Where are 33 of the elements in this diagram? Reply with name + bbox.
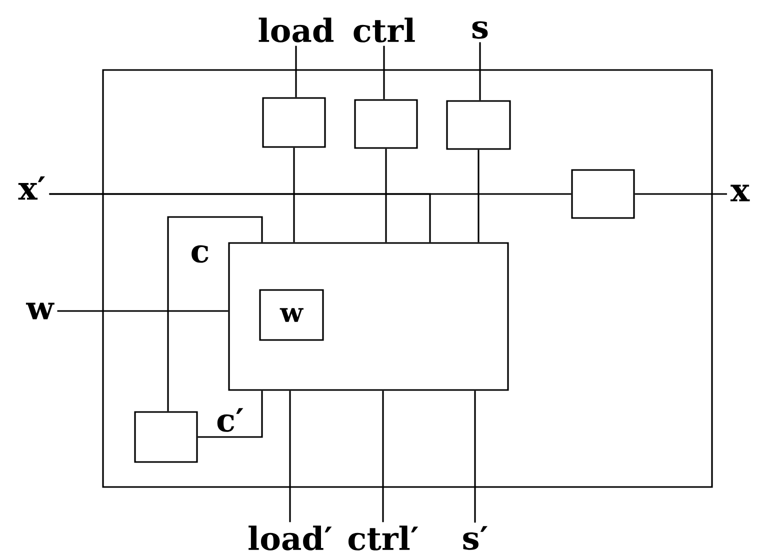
signal-label: load xyxy=(258,18,334,42)
wire xyxy=(383,46,385,100)
wire xyxy=(474,390,476,523)
wire xyxy=(634,193,727,195)
register-box xyxy=(354,99,418,149)
edge-label: c′ xyxy=(214,406,246,434)
wire xyxy=(385,148,387,242)
signal-label: s′ xyxy=(463,526,488,550)
wire xyxy=(479,42,481,100)
signal-label: x xyxy=(730,184,750,202)
wire xyxy=(49,193,431,242)
register-box xyxy=(571,169,635,219)
wire xyxy=(167,216,263,412)
register-box xyxy=(262,97,326,148)
wire xyxy=(293,148,295,242)
wire xyxy=(289,390,291,522)
register-box xyxy=(134,411,198,463)
wire xyxy=(478,150,480,242)
circuit-block xyxy=(102,69,713,488)
wire xyxy=(198,390,263,438)
wire xyxy=(295,46,297,98)
edge-label: c xyxy=(188,244,212,264)
signal-label: s xyxy=(472,21,488,39)
signal-label: w xyxy=(26,302,54,320)
signal-label: ctrl xyxy=(354,18,415,42)
register-box: w xyxy=(259,289,324,341)
signal-label: ctrl′ xyxy=(348,526,418,550)
signal-label: x′ xyxy=(18,176,45,200)
module-box xyxy=(228,242,509,391)
register-box xyxy=(446,100,511,150)
signal-label: load′ xyxy=(248,526,332,550)
wire xyxy=(382,390,384,522)
wire xyxy=(57,310,228,312)
